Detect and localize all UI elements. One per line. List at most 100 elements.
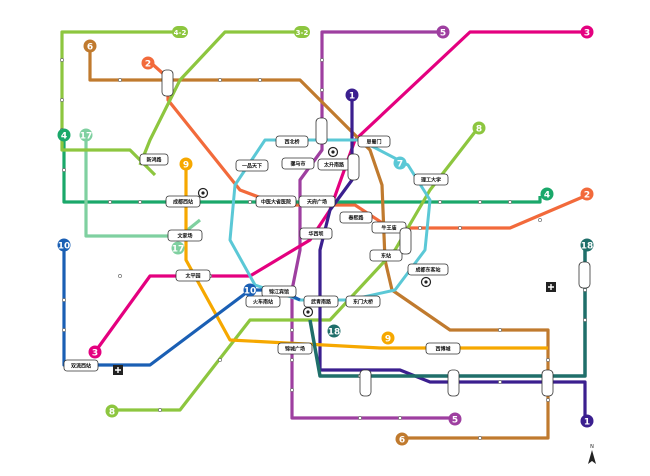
badge-line-2-right: 2 [581, 188, 594, 201]
svg-text:骡马市: 骡马市 [290, 161, 305, 168]
svg-text:天府广场: 天府广场 [307, 199, 327, 206]
hub-taisheng: 太升南路 [318, 159, 350, 170]
badge-line-6-bottom: 6 [396, 433, 409, 446]
svg-text:双流西站: 双流西站 [71, 363, 91, 370]
hub-simi: 思蜀门 [358, 136, 390, 147]
badge-line-1-top: 1 [346, 89, 359, 102]
svg-text:1: 1 [584, 417, 590, 427]
hub-tianfu: 天府广场 [299, 196, 335, 207]
hub-east-station: 东站 [370, 250, 402, 261]
hub-chengdu-east: 成都东客站 [408, 264, 448, 275]
svg-text:9: 9 [385, 334, 391, 344]
badge-line-10-left: 10 [58, 239, 71, 252]
svg-text:3-2: 3-2 [296, 29, 309, 37]
svg-text:4: 4 [61, 131, 67, 141]
svg-text:3: 3 [584, 28, 590, 38]
svg-text:理工大学: 理工大学 [421, 177, 441, 184]
hub-chengdu-west: 成都西站 [166, 196, 200, 207]
railway-station-icon [304, 308, 313, 317]
svg-text:华西坝: 华西坝 [308, 231, 323, 238]
railway-station-icon [329, 148, 338, 157]
svg-text:1: 1 [349, 91, 355, 101]
line-6[interactable] [90, 46, 548, 438]
hub-stations[interactable]: 天府广场 春熙路 太升南路 骡马市 中医大省医院 西北桥 一品天下 成都西站 文… [64, 136, 460, 371]
hub-jincheng: 锦城广场 [278, 343, 312, 354]
badge-line-4-right: 4 [541, 188, 554, 201]
svg-text:18: 18 [581, 241, 594, 251]
badge-line-9-top: 9 [180, 158, 193, 171]
hub-yipin: 一品天下 [236, 160, 268, 171]
svg-text:7: 7 [397, 159, 403, 169]
svg-text:锦城广场: 锦城广场 [285, 346, 305, 353]
badge-line-18-top: 18 [581, 239, 594, 252]
badge-line-1-bottom: 1 [581, 415, 594, 428]
svg-text:5: 5 [452, 415, 458, 425]
badge-line-17-mid: 17 [172, 242, 185, 255]
airplane-icon [113, 365, 123, 375]
svg-text:2: 2 [584, 190, 590, 200]
line-4[interactable] [64, 138, 540, 202]
badge-line-5-bottom: 5 [449, 413, 462, 426]
badge-line-4-2: 4-2 [172, 26, 188, 38]
svg-text:10: 10 [58, 241, 71, 251]
hub-ligong: 理工大学 [414, 174, 448, 185]
compass-icon: N [588, 444, 596, 464]
hub-luomashi: 骡马市 [282, 158, 314, 169]
svg-text:18: 18 [328, 327, 341, 337]
hub-tf-south: 火车南站 [246, 296, 280, 307]
hub-xibei: 西北桥 [276, 136, 308, 147]
svg-text:牛王庙: 牛王庙 [381, 225, 396, 232]
svg-text:8: 8 [109, 407, 115, 417]
svg-text:6: 6 [87, 42, 93, 52]
hub-chunxi: 春熙路 [340, 212, 372, 223]
badge-line-10-mid: 10 [244, 284, 257, 297]
svg-text:一品天下: 一品天下 [242, 163, 262, 170]
svg-text:火车南站: 火车南站 [253, 299, 273, 306]
svg-text:17: 17 [80, 131, 93, 141]
svg-text:锦江宾馆: 锦江宾馆 [269, 289, 289, 296]
hub-jinjiang: 锦江宾馆 [262, 286, 296, 297]
svg-text:太升南路: 太升南路 [323, 162, 345, 169]
svg-text:N: N [590, 444, 594, 450]
badge-line-8-bottom: 8 [106, 405, 119, 418]
svg-text:4: 4 [544, 190, 550, 200]
hub-xinhong: 新鸿路 [140, 154, 168, 165]
svg-text:成都东客站: 成都东客站 [415, 267, 440, 274]
svg-text:8: 8 [476, 124, 482, 134]
svg-text:3: 3 [92, 348, 98, 358]
hub-taipingyuan: 太平园 [176, 270, 210, 281]
svg-text:6: 6 [399, 435, 405, 445]
hub-wenjia: 文家场 [168, 230, 202, 241]
hub-shuangliu: 双流西站 [64, 360, 98, 371]
hub-zhongyi: 中医大省医院 [256, 196, 296, 207]
hub-huaxi: 华西坝 [300, 228, 332, 239]
badge-line-4-left: 4 [58, 129, 71, 142]
line-4-2[interactable] [62, 32, 178, 175]
badge-line-7: 7 [394, 157, 407, 170]
badge-line-6-top: 6 [84, 40, 97, 53]
badge-line-3-2: 3-2 [294, 26, 310, 38]
hub-xibo: 西博城 [426, 343, 460, 354]
line-17[interactable] [86, 138, 200, 236]
badge-line-3-bottom: 3 [89, 346, 102, 359]
svg-text:9: 9 [183, 160, 189, 170]
svg-text:文家场: 文家场 [177, 233, 192, 240]
badge-line-2-top: 2 [142, 57, 155, 70]
railway-station-icon [199, 189, 208, 198]
svg-text:西博城: 西博城 [435, 346, 450, 353]
svg-text:10: 10 [244, 286, 257, 296]
svg-text:西北桥: 西北桥 [284, 139, 300, 146]
badge-line-18-mid: 18 [328, 325, 341, 338]
airplane-icon [546, 282, 556, 292]
badge-line-8-top: 8 [473, 122, 486, 135]
svg-text:太平园: 太平园 [184, 273, 200, 280]
svg-text:5: 5 [440, 28, 446, 38]
svg-text:东门大桥: 东门大桥 [353, 299, 374, 306]
svg-text:17: 17 [172, 244, 185, 254]
svg-text:新鸿路: 新鸿路 [146, 157, 162, 164]
svg-text:春熙路: 春熙路 [348, 215, 364, 222]
svg-text:武青南路: 武青南路 [311, 299, 332, 306]
hub-dongmen: 东门大桥 [346, 296, 380, 307]
railway-station-icon [422, 278, 431, 287]
